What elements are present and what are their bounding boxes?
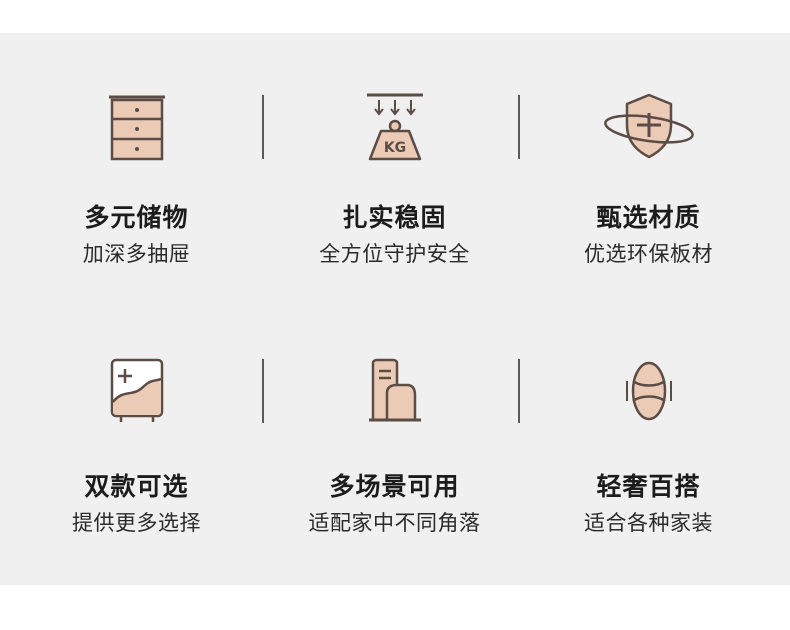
divider xyxy=(262,95,264,159)
divider xyxy=(262,359,264,423)
feature-title: 多元储物 xyxy=(84,203,189,232)
kg-weight-icon: KG xyxy=(366,93,423,161)
oval-mirror-icon xyxy=(625,361,672,421)
feature-item: 多元储物 加深多抽屉 xyxy=(5,33,268,309)
divider xyxy=(518,95,520,159)
multi-scene-furniture-icon xyxy=(368,358,421,422)
feature-item: 轻奢百搭 适合各种家装 xyxy=(517,309,780,585)
feature-subtitle: 适合各种家装 xyxy=(584,511,713,535)
feature-item: 双款可选 提供更多选择 xyxy=(5,309,268,585)
feature-item: 甄选材质 优选环保板材 xyxy=(517,33,780,309)
features-panel: 多元储物 加深多抽屉 KG 扎实稳固 全方位守护安全 甄选材质 优选环保板材 xyxy=(0,33,790,585)
svg-text:KG: KG xyxy=(383,140,405,156)
feature-title: 轻奢百搭 xyxy=(596,472,701,501)
feature-subtitle: 优选环保板材 xyxy=(584,242,713,266)
feature-title: 多场景可用 xyxy=(329,472,460,501)
feature-title: 甄选材质 xyxy=(596,203,701,232)
feature-title: 扎实稳固 xyxy=(342,203,447,232)
drawer-cabinet-icon xyxy=(108,95,165,161)
divider xyxy=(518,359,520,423)
shield-plus-icon xyxy=(603,93,694,159)
feature-item: 多场景可用 适配家中不同角落 xyxy=(263,309,526,585)
feature-subtitle: 全方位守护安全 xyxy=(319,242,470,266)
feature-title: 双款可选 xyxy=(84,472,189,501)
feature-subtitle: 加深多抽屉 xyxy=(82,242,191,266)
feature-item: KG 扎实稳固 全方位守护安全 xyxy=(263,33,526,309)
feature-subtitle: 提供更多选择 xyxy=(72,511,201,535)
dual-tone-cabinet-icon xyxy=(110,358,163,422)
feature-subtitle: 适配家中不同角落 xyxy=(308,511,481,535)
